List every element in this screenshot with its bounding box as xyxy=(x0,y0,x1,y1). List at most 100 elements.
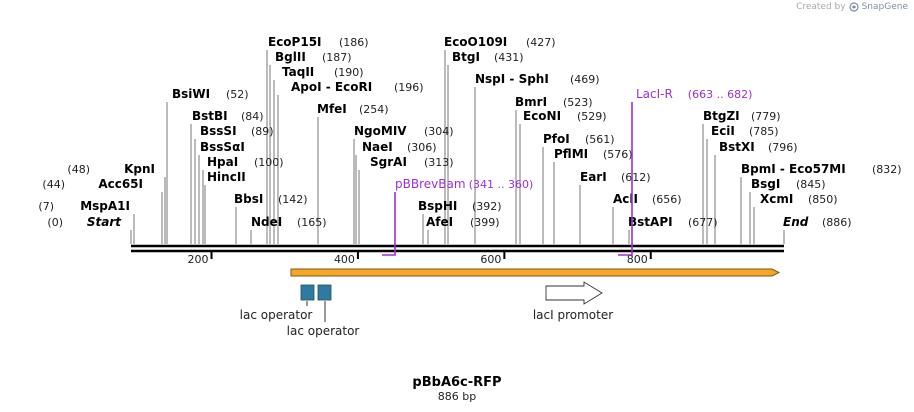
site-bmri[interactable]: BmrI(523) xyxy=(515,95,593,109)
site-name-taqii: TaqII xyxy=(282,65,314,79)
site-bsiwi[interactable]: BsiWI(52) xyxy=(172,87,249,101)
site-name-ndei: NdeI xyxy=(251,215,282,229)
site-bstbi[interactable]: BstBI (84) xyxy=(192,109,264,123)
primer-pbrrevbam[interactable]: pBBrevBam(341 .. 360) xyxy=(382,177,533,256)
site-naei[interactable]: NaeI (306) xyxy=(362,140,437,154)
site-name-bbsi: BbsI xyxy=(234,192,263,206)
site-name-bstbi: BstBI xyxy=(192,109,228,123)
cut-site-lines xyxy=(130,50,785,244)
site-pos-pflmi: (576) xyxy=(603,148,633,161)
site-ngomiv[interactable]: NgoMIV(304) xyxy=(354,124,454,138)
site-name-ecoo109i: EcoO109I xyxy=(444,35,507,49)
site-name-bstxi: BstXI xyxy=(719,140,755,154)
site-bglii[interactable]: BglII (187) xyxy=(275,50,352,64)
site-pos-end: (886) xyxy=(822,216,852,229)
site-pos-bsiwi: (52) xyxy=(226,88,249,101)
site-ecoo109i[interactable]: EcoO109I(427) xyxy=(444,35,556,49)
site-pos-econi: (529) xyxy=(577,110,607,123)
site-bstapi[interactable]: BstAPI (677) xyxy=(628,215,718,229)
site-name-btgi: BtgI xyxy=(452,50,480,64)
site-name-pflmi: PflMI xyxy=(554,147,588,161)
site-xcmi[interactable]: XcmI (850) xyxy=(760,192,838,206)
site-hincii[interactable]: HincII xyxy=(207,170,246,184)
site-bsssi[interactable]: BssSI(89) xyxy=(200,124,274,138)
ruler-label-200: 200 xyxy=(188,253,209,266)
site-end[interactable]: End (886) xyxy=(783,215,852,229)
site-hpai[interactable]: HpaI(100) xyxy=(207,155,284,169)
orf-arrow[interactable] xyxy=(290,268,781,277)
site-eari[interactable]: EarI(612) xyxy=(580,170,651,184)
site-apoi[interactable]: ApoI - EcoRI(196) xyxy=(291,80,424,94)
backbone xyxy=(131,244,784,253)
site-name-xcmi: XcmI xyxy=(760,192,793,206)
site-ndei[interactable]: NdeI (165) xyxy=(251,215,327,229)
site-bsphi[interactable]: BspHI(392) xyxy=(418,199,502,213)
site-taqii[interactable]: TaqII (190) xyxy=(282,65,364,79)
site-name-end: End xyxy=(783,215,809,229)
site-kpni[interactable]: KpnI (48) xyxy=(67,162,155,176)
primer-laci-r[interactable]: LacI-R(663 .. 682) xyxy=(618,87,752,256)
site-bbsi[interactable]: BbsI (142) xyxy=(234,192,308,206)
site-pos-bstapi: (677) xyxy=(688,216,718,229)
laci-promoter-arrow[interactable] xyxy=(545,281,603,305)
site-pos-naei: (306) xyxy=(407,141,437,154)
site-bpmi[interactable]: BpmI - Eco57MI (832) xyxy=(741,162,902,176)
site-name-btgzi: BtgZI xyxy=(703,109,740,123)
site-name-naei: NaeI xyxy=(362,140,393,154)
site-name-bsssi: BssSI xyxy=(200,124,237,138)
site-name-bpmi: BpmI - Eco57MI xyxy=(741,162,846,176)
credit-brand: SnapGene xyxy=(861,2,908,12)
site-pfoi[interactable]: PfoI(561) xyxy=(543,132,615,146)
site-name-ngomiv: NgoMIV xyxy=(354,124,407,138)
site-ecop15i[interactable]: EcoP15I(186) xyxy=(268,35,369,49)
site-name-mfei: MfeI xyxy=(317,102,347,116)
site-start[interactable]: Start(0) xyxy=(47,215,122,229)
site-afei[interactable]: AfeI (399) xyxy=(426,215,500,229)
site-name-kpni: KpnI xyxy=(124,162,155,176)
site-name-acc65i: Acc65I xyxy=(98,177,143,191)
site-sgrai[interactable]: SgrAI(313) xyxy=(370,155,454,169)
site-pos-bbsi: (142) xyxy=(278,193,308,206)
site-pos-bstbi: (84) xyxy=(241,110,264,123)
site-pos-ecii: (785) xyxy=(749,125,779,138)
site-nspi[interactable]: NspI - SphI(469) xyxy=(475,72,600,86)
site-pos-bstxi: (796) xyxy=(768,141,798,154)
site-econi[interactable]: EcoNI(529) xyxy=(523,109,607,123)
site-pos-ndei: (165) xyxy=(297,216,327,229)
site-pos-afei: (399) xyxy=(470,216,500,229)
site-btgi[interactable]: BtgI (431) xyxy=(452,50,524,64)
site-btgzi[interactable]: BtgZI(779) xyxy=(703,109,781,123)
site-pos-ecop15i: (186) xyxy=(339,36,369,49)
site-pos-bglii: (187) xyxy=(322,51,352,64)
site-pos-btgi: (431) xyxy=(494,51,524,64)
site-mspa1i[interactable]: MspA1I(7) xyxy=(38,199,130,213)
lac-operator-box-2[interactable] xyxy=(317,284,332,301)
site-pos-acc65i: (44) xyxy=(42,178,65,191)
site-name-afei: AfeI xyxy=(426,215,453,229)
site-acc65i[interactable]: Acc65I (44) xyxy=(42,177,143,191)
site-bstxi[interactable]: BstXI (796) xyxy=(719,140,798,154)
site-acli[interactable]: AclI(656) xyxy=(613,192,682,206)
site-pos-xcmi: (850) xyxy=(808,193,838,206)
site-pos-bpmi: (832) xyxy=(872,163,902,176)
site-pos-apoi: (196) xyxy=(394,81,424,94)
site-bsgi[interactable]: BsgI(845) xyxy=(751,177,826,191)
ruler-label-800: 800 xyxy=(627,253,648,266)
ruler-label-600: 600 xyxy=(480,253,501,266)
site-pos-taqii: (190) xyxy=(334,66,364,79)
site-name-bglii: BglII xyxy=(275,50,306,64)
site-pos-kpni: (48) xyxy=(67,163,90,176)
site-pflmi[interactable]: PflMI (576) xyxy=(554,147,633,161)
site-ecii[interactable]: EciI(785) xyxy=(711,124,779,138)
site-name-eari: EarI xyxy=(580,170,607,184)
site-bsssai[interactable]: BssSαI xyxy=(200,140,245,154)
site-name-pfoi: PfoI xyxy=(543,132,570,146)
primers: pBBrevBam(341 .. 360) LacI-R(663 .. 682) xyxy=(382,87,752,256)
site-name-start: Start xyxy=(87,215,122,229)
site-name-bstapi: BstAPI xyxy=(628,215,673,229)
primer-mark-pbrrevbam xyxy=(382,192,396,256)
site-mfei[interactable]: MfeI(254) xyxy=(317,102,389,116)
lac-operator-box-1[interactable] xyxy=(300,284,315,301)
